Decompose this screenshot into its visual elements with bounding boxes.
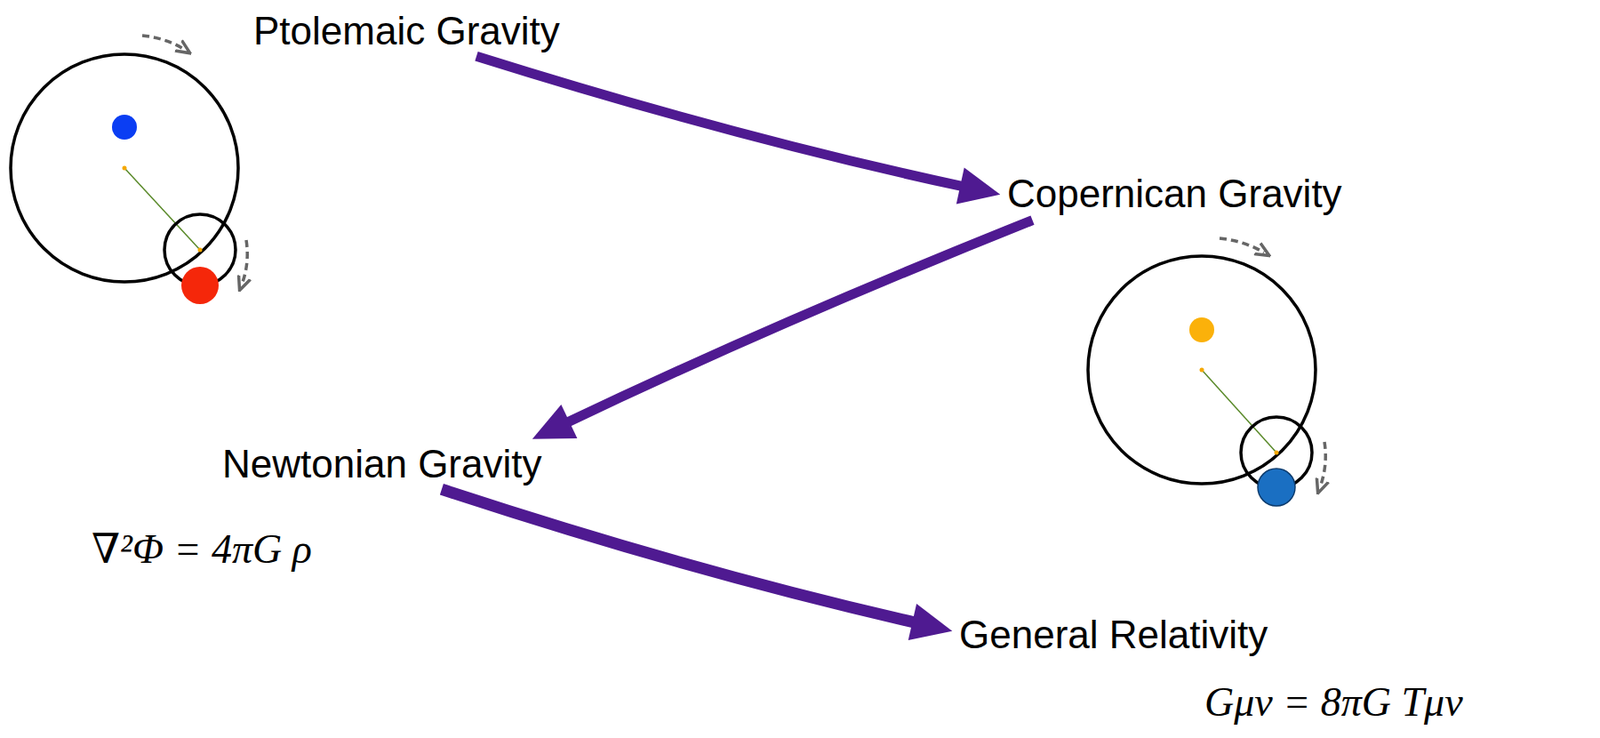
arrow-head — [532, 404, 578, 440]
stage-title: Copernican Gravity — [1007, 171, 1343, 217]
arrow-shaft — [566, 220, 1033, 424]
arrow-shaft — [476, 56, 964, 187]
stage-title: Ptolemaic Gravity — [253, 8, 560, 55]
arrow-head — [908, 603, 953, 640]
stage-title: Newtonian Gravity — [222, 441, 542, 488]
progress-arrow — [532, 220, 1033, 440]
field-equation: Gμν = 8πG Tμν — [1204, 679, 1464, 727]
stage-label: Newtonian Gravity∇²Φ = 4πG ρ — [222, 441, 542, 488]
stage-title: General Relativity — [959, 612, 1268, 658]
stage-label: General RelativityGμν = 8πG Tμν — [959, 612, 1268, 658]
arrow-shaft — [441, 488, 916, 623]
progress-arrow — [441, 488, 952, 640]
progress-arrow — [476, 56, 1000, 204]
ptolemaic-model — [10, 35, 248, 304]
copernican-model — [1088, 238, 1326, 506]
stage-label: Copernican Gravity — [1007, 171, 1343, 217]
arrow-head — [956, 168, 1000, 205]
field-equation: ∇²Φ = 4πG ρ — [91, 526, 312, 574]
stage-label: Ptolemaic Gravity — [253, 8, 560, 55]
